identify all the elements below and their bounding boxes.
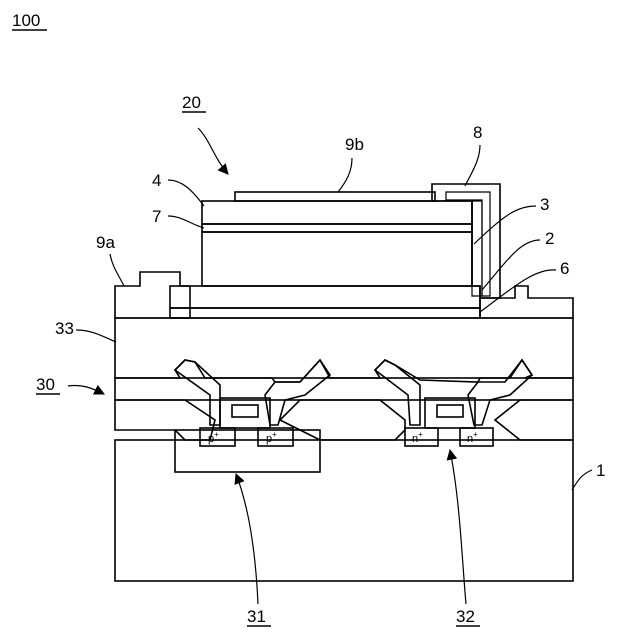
p-plus-label-right: p+ xyxy=(266,430,277,445)
ref-label-9b: 9b xyxy=(345,135,364,154)
ref-3-leader xyxy=(474,206,536,244)
layer-3-upper-mesa xyxy=(202,232,472,286)
gate-oxide-nmos xyxy=(425,398,475,428)
field-oxide-mid xyxy=(280,400,405,440)
ref-label-7: 7 xyxy=(152,207,161,226)
sidewall-white xyxy=(446,192,490,296)
layer-6 xyxy=(170,308,480,318)
gate-electrode-pmos xyxy=(232,405,258,417)
ref-label-2: 2 xyxy=(545,229,554,248)
ref-1-leader xyxy=(572,470,592,490)
ref-9a-leader xyxy=(110,254,124,286)
ref-6-leader xyxy=(480,270,556,312)
layer-2-lower-mesa xyxy=(170,286,480,308)
ref-7-leader xyxy=(168,216,204,228)
substrate-layer xyxy=(115,440,573,581)
ref-label-1: 1 xyxy=(596,461,605,480)
ref-label-100: 100 xyxy=(12,11,40,30)
ref-2-leader xyxy=(482,240,540,290)
ref-20-arrow xyxy=(198,128,228,174)
ref-label-4: 4 xyxy=(152,171,161,190)
ref-label-8: 8 xyxy=(473,123,482,142)
layer-4 xyxy=(202,201,472,224)
ref-9b-leader xyxy=(338,158,352,192)
p-plus-label-left: p+ xyxy=(208,430,219,445)
ref-8-leader xyxy=(465,145,480,186)
interconnect-3 xyxy=(375,360,420,425)
ref-label-30: 30 xyxy=(36,375,55,394)
interconnect-2 xyxy=(265,360,330,425)
ref-label-9a: 9a xyxy=(96,233,115,252)
n-plus-label-left: n+ xyxy=(412,430,423,445)
ref-30-arrow xyxy=(68,385,104,394)
n-plus-label-right: n+ xyxy=(467,430,478,445)
gate-oxide-pmos xyxy=(220,398,270,428)
ref-4-leader xyxy=(168,180,204,206)
ref-label-20: 20 xyxy=(182,93,201,112)
ref-label-32: 32 xyxy=(456,607,475,626)
electrode-9b xyxy=(235,192,435,201)
ref-33-leader xyxy=(76,330,116,342)
electrode-9a xyxy=(115,272,190,318)
field-oxide-right xyxy=(495,400,573,440)
p-well-region xyxy=(175,430,320,472)
ref-label-6: 6 xyxy=(560,259,569,278)
layer-7 xyxy=(202,224,472,232)
ref-label-33: 33 xyxy=(55,319,74,338)
interlayer-film xyxy=(115,318,573,382)
interconnect-1 xyxy=(175,360,220,425)
ref-label-31: 31 xyxy=(247,607,266,626)
ref-31-arrow xyxy=(236,474,258,604)
ref-label-3: 3 xyxy=(540,195,549,214)
gate-electrode-nmos xyxy=(437,405,463,417)
sidewall-dotted xyxy=(472,201,482,296)
